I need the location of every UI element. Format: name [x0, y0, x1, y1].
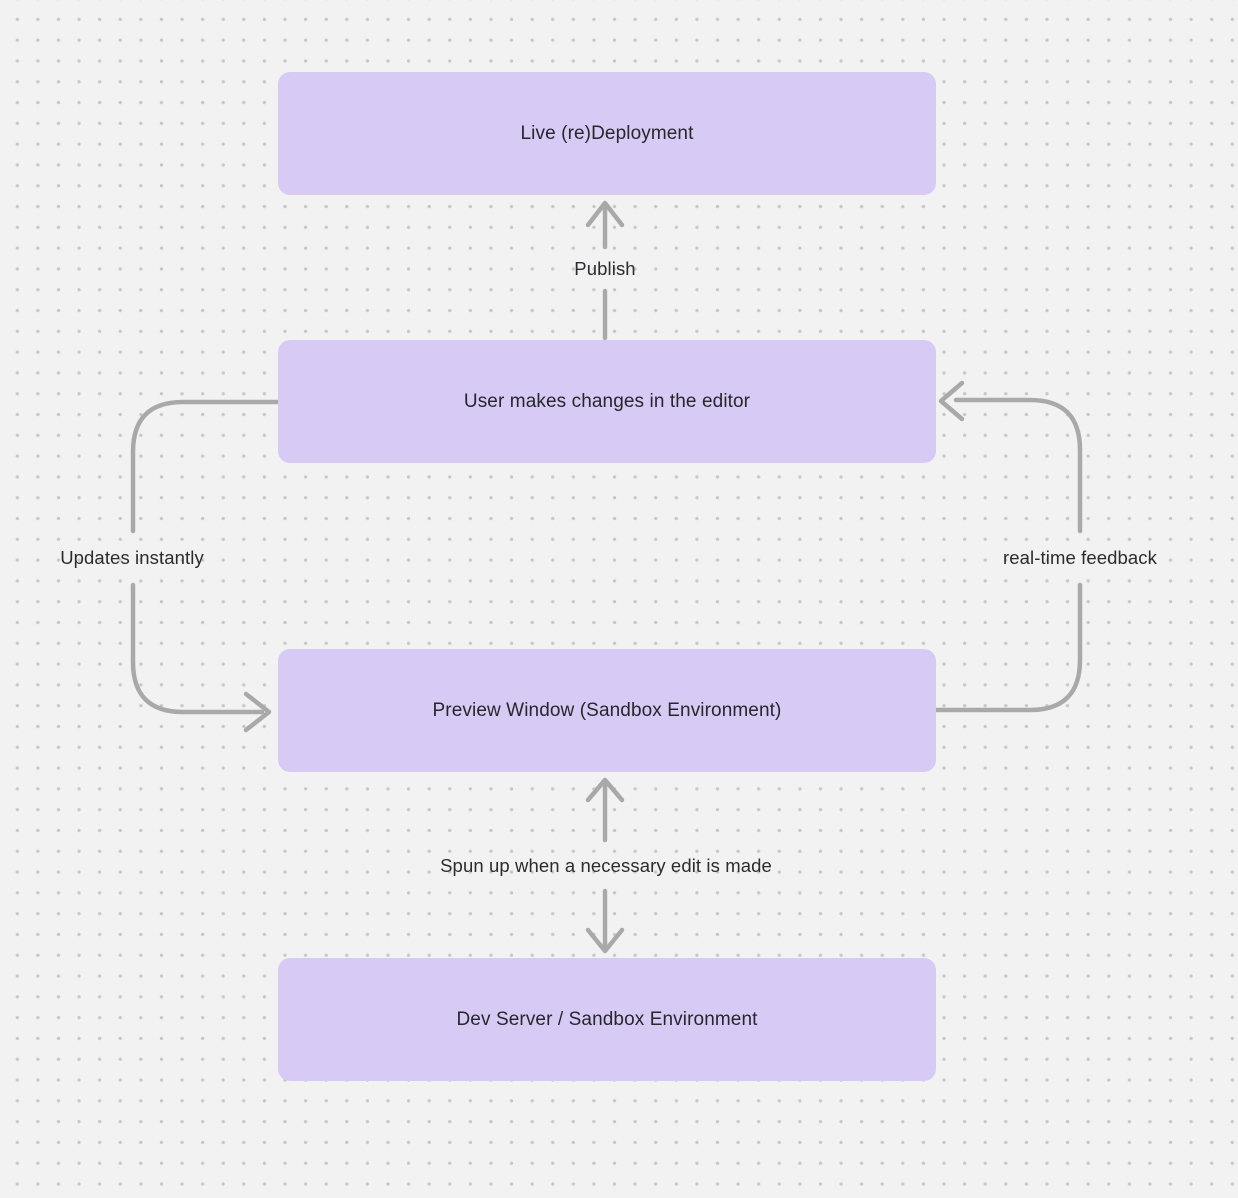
arrowhead-right-icon [243, 691, 272, 733]
arrowhead-up-icon [585, 200, 625, 228]
arrowhead-down-icon [585, 927, 625, 954]
node-live-deployment-label: Live (re)Deployment [520, 122, 694, 144]
node-dev-server: Dev Server / Sandbox Environment [278, 958, 936, 1081]
node-preview-window: Preview Window (Sandbox Environment) [278, 649, 936, 772]
arrowhead-left-icon [938, 380, 965, 422]
node-user-changes: User makes changes in the editor [278, 340, 936, 463]
edge-label-publish: Publish [574, 258, 636, 279]
edge-label-updates-instantly: Updates instantly [60, 547, 204, 568]
node-preview-window-label: Preview Window (Sandbox Environment) [432, 699, 782, 721]
edge-label-realtime-feedback: real-time feedback [1003, 547, 1157, 568]
node-dev-server-label: Dev Server / Sandbox Environment [456, 1008, 758, 1030]
edge-label-spun-up: Spun up when a necessary edit is made [440, 855, 772, 876]
node-live-deployment: Live (re)Deployment [278, 72, 936, 195]
arrowhead-up-icon [585, 777, 625, 803]
node-user-changes-label: User makes changes in the editor [463, 390, 751, 412]
